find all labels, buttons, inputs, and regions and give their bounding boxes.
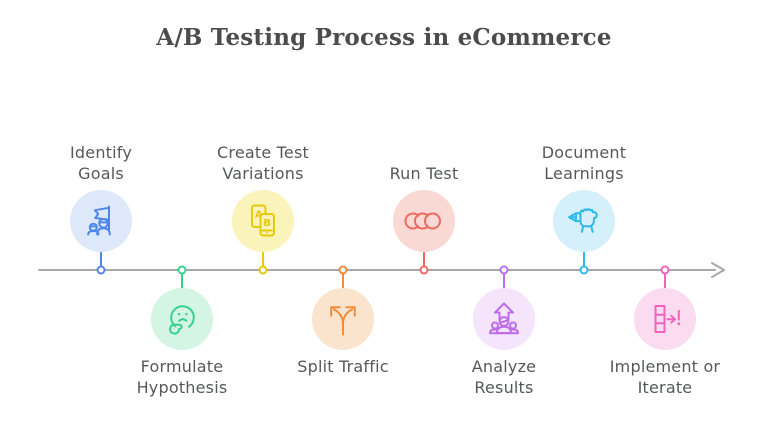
connector-stem — [181, 270, 183, 288]
page-title: A/B Testing Process in eCommerce — [156, 24, 612, 51]
ab-phones-icon: A B — [251, 204, 275, 237]
step-label: Split Traffic — [297, 357, 389, 376]
timeline-marker — [338, 265, 348, 275]
connector-stem — [503, 270, 505, 288]
thinking-face-icon — [169, 305, 195, 335]
step-icon-bubble — [151, 288, 213, 350]
growth-people-icon — [489, 302, 519, 335]
timeline-axis — [38, 269, 716, 271]
svg-text:B: B — [263, 218, 271, 229]
timeline-marker — [258, 265, 268, 275]
step-implement-or-iterate: Implement or Iterate — [590, 265, 740, 399]
timeline-marker — [579, 265, 589, 275]
step-formulate-hypothesis: Formulate Hypothesis — [107, 265, 257, 399]
step-document-learnings: Document Learnings — [509, 140, 659, 275]
svg-text:A: A — [255, 210, 263, 221]
step-label: Analyze Results — [471, 357, 537, 397]
step-run-test: Run Test — [349, 140, 499, 275]
timeline-marker — [419, 265, 429, 275]
test-cycles-icon — [404, 212, 441, 230]
connector-stem — [423, 252, 425, 270]
timeline-marker — [96, 265, 106, 275]
step-icon-bubble — [634, 288, 696, 350]
step-identify-goals: Identify Goals — [26, 140, 176, 275]
step-label: Document Learnings — [541, 143, 627, 184]
step-icon-bubble — [473, 288, 535, 350]
step-label: Identify Goals — [70, 143, 132, 184]
step-icon-bubble — [553, 190, 615, 252]
goal-flag-icon — [87, 205, 111, 236]
connector-stem — [583, 252, 585, 270]
timeline-arrowhead-icon — [711, 262, 725, 278]
step-create-test-variations: Create Test Variations A B — [188, 140, 338, 275]
implement-arrow-icon — [654, 305, 681, 333]
connector-stem — [100, 252, 102, 270]
step-icon-bubble — [312, 288, 374, 350]
timeline-marker — [499, 265, 509, 275]
connector-stem — [342, 270, 344, 288]
step-icon-bubble — [70, 190, 132, 252]
step-analyze-results: Analyze Results — [429, 265, 579, 399]
pen-hand-icon — [568, 208, 598, 233]
connector-stem — [262, 252, 264, 270]
timeline-marker — [660, 265, 670, 275]
step-icon-bubble: A B — [232, 190, 294, 252]
step-icon-bubble — [393, 190, 455, 252]
step-label: Create Test Variations — [217, 143, 309, 184]
step-split-traffic: Split Traffic — [268, 265, 418, 378]
step-label: Implement or Iterate — [609, 357, 721, 397]
timeline-marker — [177, 265, 187, 275]
connector-stem — [664, 270, 666, 288]
step-label: Run Test — [389, 164, 459, 184]
step-label: Formulate Hypothesis — [136, 357, 228, 397]
split-arrows-icon — [330, 306, 356, 336]
